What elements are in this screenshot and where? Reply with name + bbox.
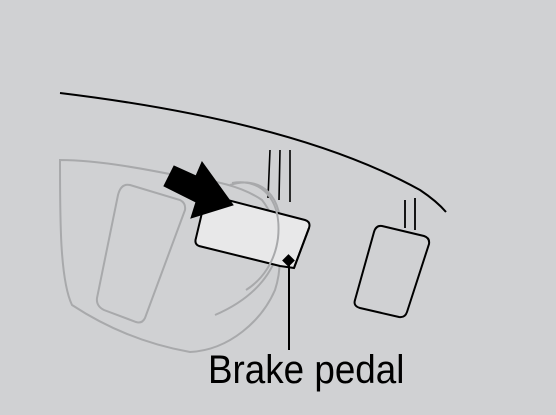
foot-overlap-outline <box>231 181 280 291</box>
brake-pedal-pad-side <box>293 227 310 269</box>
callout-marker <box>282 254 295 267</box>
dashboard-edge-line <box>59 92 447 213</box>
push-arrow-icon <box>163 160 234 219</box>
accelerator-pedal <box>353 198 431 319</box>
brake-pedal-label: Brake pedal <box>208 348 405 392</box>
shoe-heel-block <box>95 183 187 324</box>
brake-pedal-arm <box>267 149 291 202</box>
accelerator-pedal-arm <box>404 198 416 230</box>
accelerator-pedal-pad <box>353 224 431 319</box>
